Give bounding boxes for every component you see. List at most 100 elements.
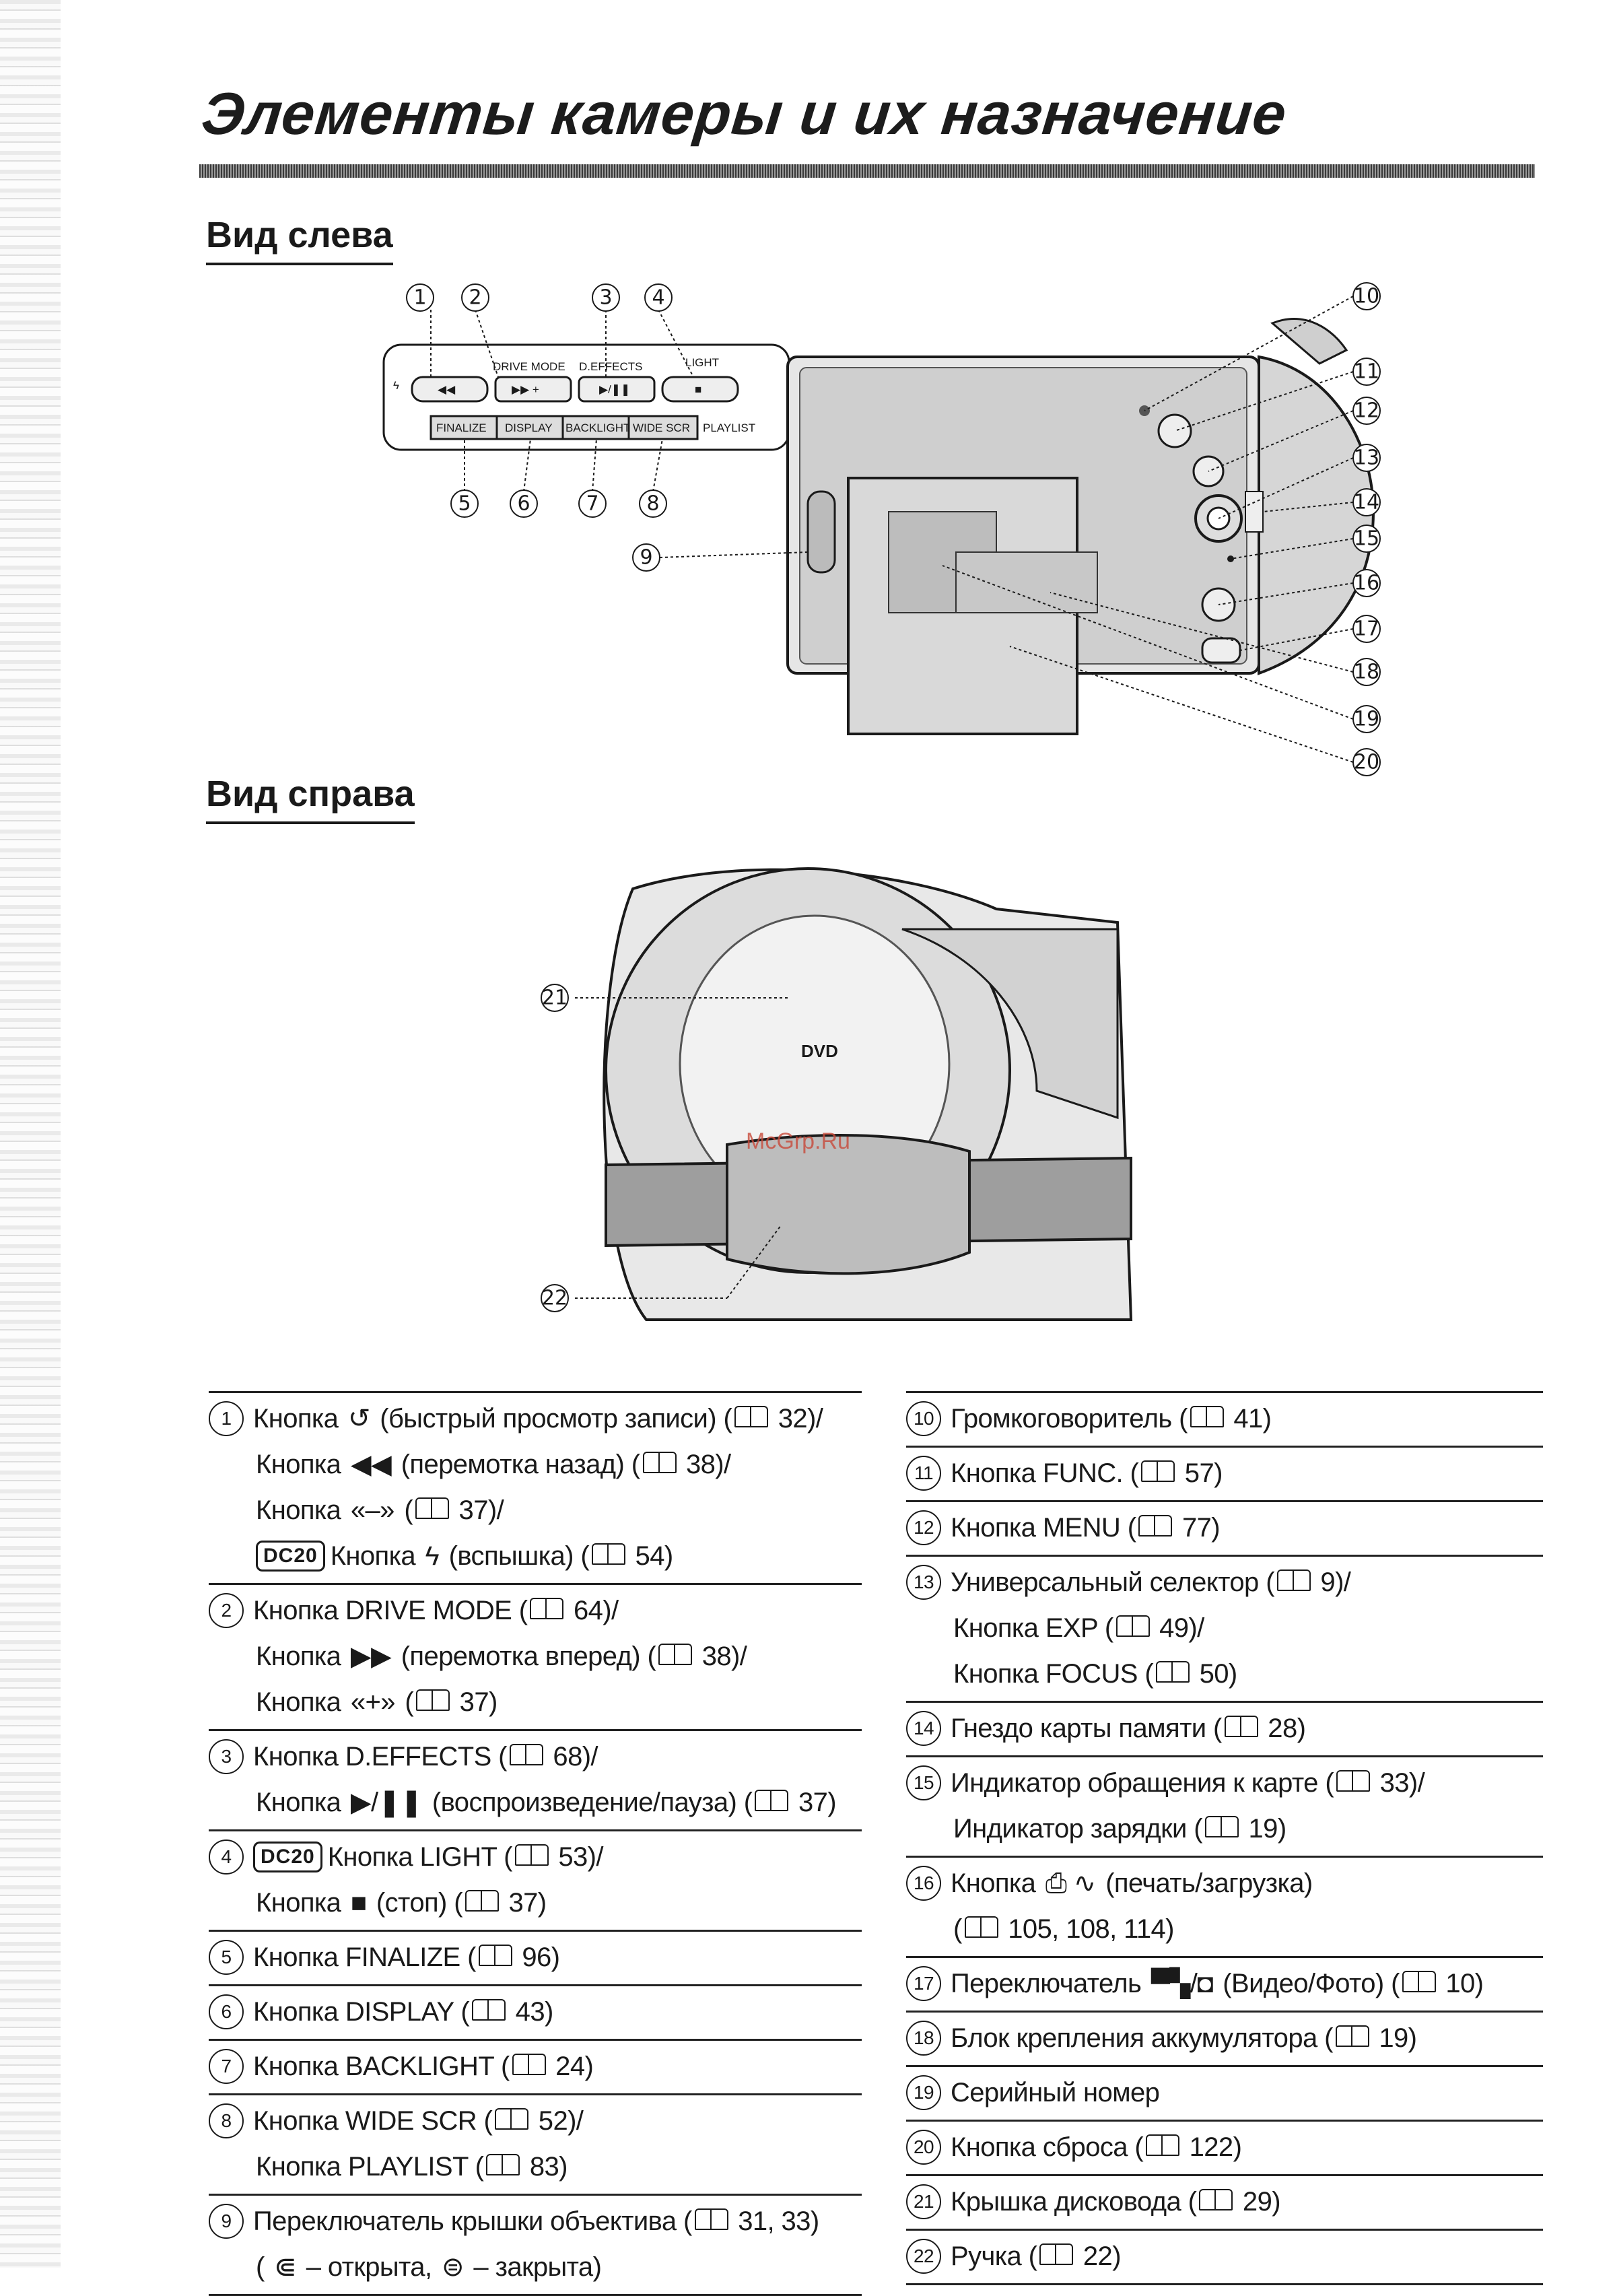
button-glyph-icon: ϟ [425, 1541, 440, 1571]
legend-text: Крышка дисковода ( [951, 2187, 1197, 2217]
panel-button-5 [430, 415, 501, 440]
legend-text: Серийный номер [951, 2078, 1160, 2107]
legend-text: Кнопка D.EFFECTS ( [253, 1742, 508, 1771]
legend-text: Блок крепления аккумулятора ( [951, 2023, 1333, 2053]
legend-number: 13 [906, 1565, 941, 1600]
button-glyph-icon: «–» [350, 1495, 395, 1525]
watermark: McGrp.Ru [746, 1128, 850, 1154]
legend-line: 21 Крышка дисковода ( 29) [906, 2179, 1543, 2225]
callout-18: 18 [1354, 661, 1379, 684]
legend-line: Кнопка ◀◀ (перемотка назад) ( 38)/ [209, 1442, 862, 1487]
legend-text: Кнопка [256, 1888, 341, 1918]
legend-number: 17 [906, 1966, 941, 2001]
page-ref: 19) [1241, 1814, 1287, 1844]
page-ref: 57) [1177, 1458, 1223, 1488]
button-glyph-icon: «+» [350, 1687, 396, 1717]
button-glyph-icon: ▀▚/◘ [1151, 1969, 1214, 1998]
book-ref-icon [1141, 1460, 1175, 1482]
page-ref: 41) [1226, 1404, 1272, 1433]
page-ref: 31, 33) [730, 2206, 819, 2236]
book-ref-icon [1039, 2243, 1074, 2265]
legend-number: 6 [209, 1994, 244, 2029]
book-ref-icon [514, 1844, 549, 1866]
legend-number: 20 [906, 2130, 941, 2165]
legend-number: 14 [906, 1711, 941, 1746]
callout-22: 22 [542, 1287, 568, 1310]
page-ref: 10) [1438, 1969, 1484, 1998]
button-glyph-icon: ▶/❚❚ [350, 1788, 423, 1817]
legend-number: 16 [906, 1866, 941, 1901]
legend-line: Кнопка FOCUS ( 50) [906, 1651, 1543, 1697]
page-ref: 54) [628, 1541, 674, 1571]
legend-number: 12 [906, 1510, 941, 1545]
page-ref: 28) [1260, 1714, 1306, 1743]
leader-lines-right [575, 997, 788, 1299]
callout-8: 8 [646, 492, 659, 516]
model-badge: DC20 [256, 1541, 325, 1572]
page-ref: 19) [1371, 2023, 1417, 2053]
button-glyph-icon: ⎙ ∿ [1045, 1868, 1096, 1898]
page-ref: 53)/ [551, 1842, 603, 1872]
flash-glyph: ϟ [393, 379, 399, 392]
legend-text: Индикатор обращения к карте ( [951, 1768, 1334, 1798]
book-ref-icon [694, 2208, 728, 2230]
callout-12: 12 [1354, 399, 1379, 423]
callout-14: 14 [1354, 491, 1379, 514]
callout-11: 11 [1354, 360, 1379, 384]
book-ref-icon [472, 1999, 506, 2021]
page-ref: 38)/ [695, 1642, 747, 1671]
svg-text:■: ■ [695, 383, 701, 396]
legend-text: (быстрый просмотр записи) ( [380, 1404, 732, 1433]
legend-text: Универсальный селектор ( [951, 1567, 1275, 1597]
page-ref: 37) [791, 1788, 837, 1817]
page-ref: 64)/ [566, 1596, 619, 1625]
legend-text: Кнопка [330, 1541, 416, 1571]
page-ref: 38)/ [679, 1450, 731, 1479]
left-view-svg: ϟ ◀◀ ▶▶ + ▶/❚❚ ■ DRIVE MODE D.EFFECTS LI… [382, 282, 1381, 776]
callout-5: 5 [458, 492, 471, 516]
button-glyph-icon: ⊜ [441, 2252, 465, 2282]
book-ref-icon [592, 1543, 626, 1565]
legend-text: ( [953, 1914, 962, 1944]
legend-text: Гнездо карты памяти ( [951, 1714, 1222, 1743]
button-glyph-icon: ■ [350, 1888, 367, 1918]
legend-text: Индикатор зарядки ( [953, 1814, 1203, 1844]
legend-text: Громкоговоритель ( [951, 1404, 1188, 1433]
card-slot [1245, 491, 1264, 533]
book-ref-icon [416, 1689, 450, 1711]
svg-text:▶▶ +: ▶▶ + [512, 383, 539, 396]
callout-17: 17 [1354, 617, 1379, 641]
page-ref: 29) [1235, 2187, 1281, 2217]
svg-text:◀◀: ◀◀ [438, 383, 456, 396]
legend-number: 15 [906, 1765, 941, 1800]
callout-1: 1 [413, 286, 426, 310]
book-ref-icon [1146, 2134, 1180, 2156]
page-ref: 37)/ [452, 1495, 504, 1525]
legend-text: Кнопка EXP ( [953, 1613, 1113, 1643]
legend-number: 11 [906, 1456, 941, 1491]
legend-line: Индикатор зарядки ( 19) [906, 1806, 1543, 1852]
legend-text: (печать/загрузка) [1105, 1868, 1313, 1898]
model-badge: DC20 [253, 1842, 322, 1872]
book-ref-icon [509, 1744, 543, 1765]
left-view-diagram: ϟ ◀◀ ▶▶ + ▶/❚❚ ■ DRIVE MODE D.EFFECTS LI… [377, 269, 1414, 795]
legend-number: 21 [906, 2184, 941, 2219]
legend-text: Переключатель [951, 1969, 1142, 1998]
